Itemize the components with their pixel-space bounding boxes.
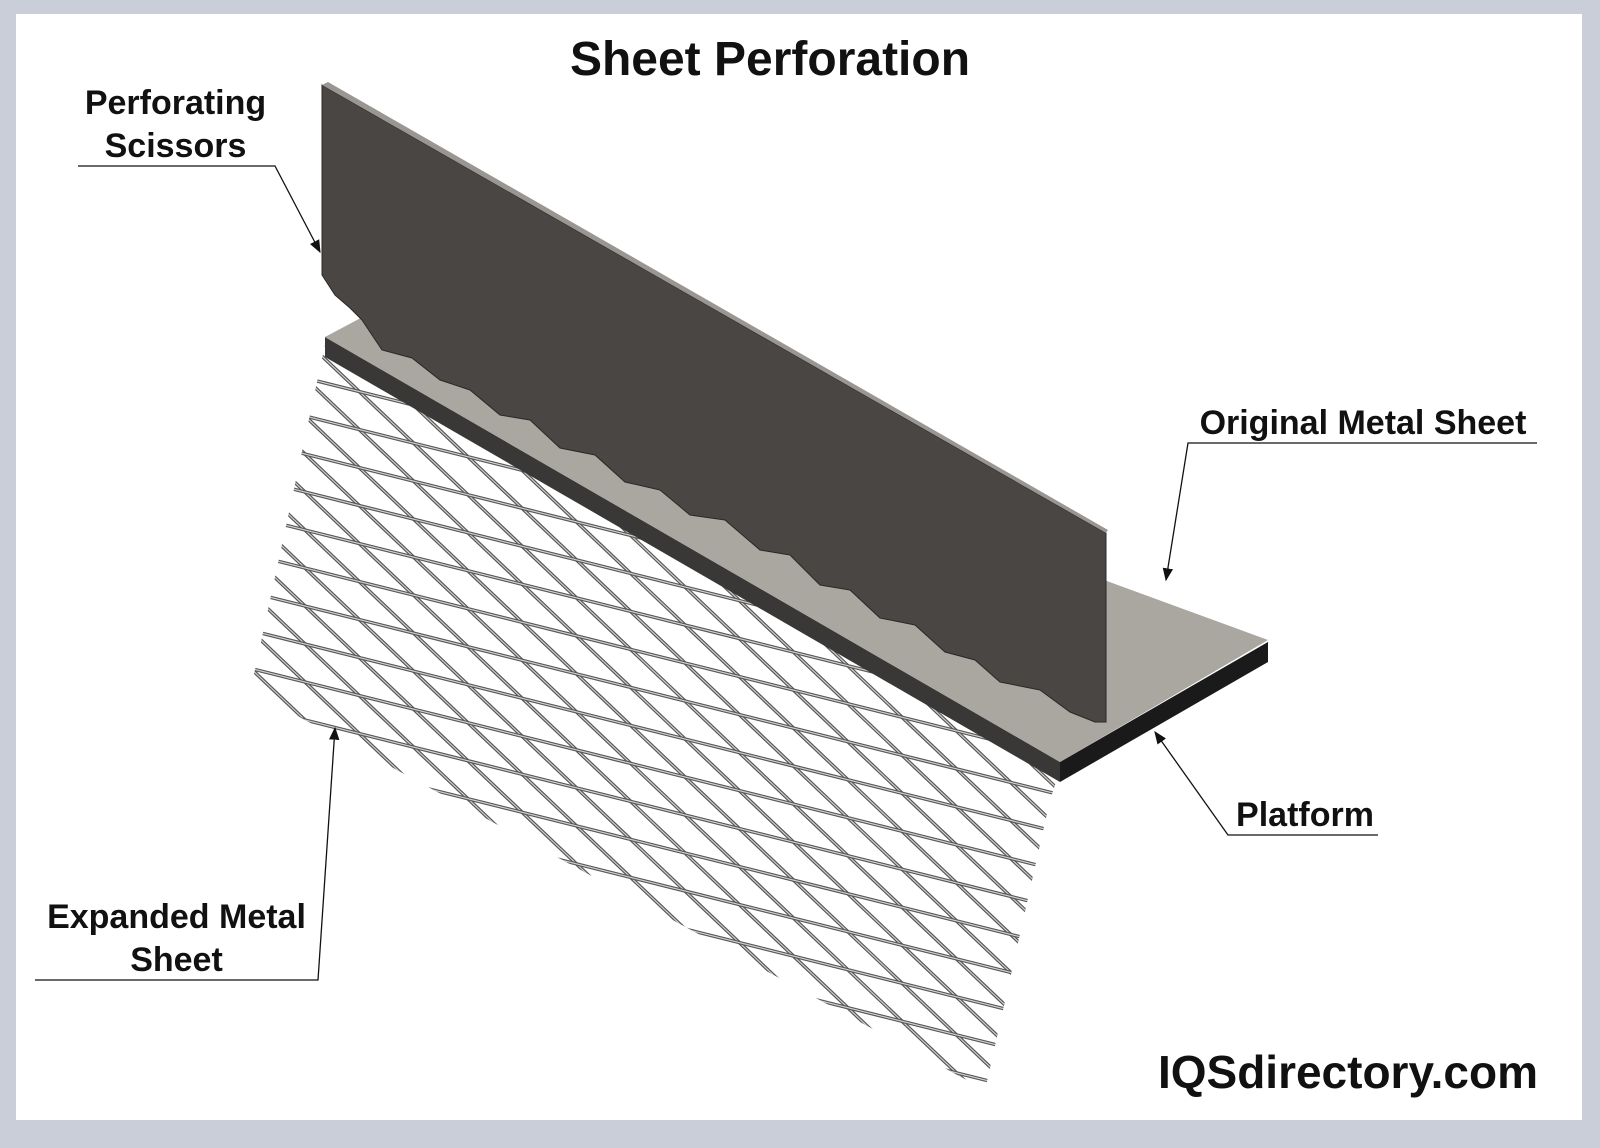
- mesh-strand: [250, 666, 1060, 873]
- mesh-strand: [250, 628, 1060, 835]
- label-expanded-metal-sheet: Expanded Metal Sheet: [35, 896, 318, 982]
- mesh-strand: [250, 1083, 274, 1090]
- mesh-strand: [250, 1004, 337, 1090]
- mesh-strand: [250, 965, 378, 1090]
- mesh-strand: [250, 742, 1060, 949]
- mesh-strand: [250, 966, 377, 1090]
- mesh-strand: [250, 1079, 258, 1090]
- brand-watermark: IQSdirectory.com: [1157, 1046, 1538, 1098]
- label-perforating-scissors: Perforating Scissors: [78, 82, 273, 168]
- mesh-strand: [944, 345, 1060, 455]
- label-line: Perforating: [84, 84, 267, 122]
- mesh-strand: [250, 931, 882, 1090]
- mesh-strand: [250, 1007, 578, 1090]
- blade-top-edge: [322, 82, 1108, 533]
- mesh-strand: [250, 1003, 338, 1090]
- mesh-strand: [250, 586, 777, 1090]
- mesh-strand: [250, 1008, 578, 1090]
- mesh-strand: [250, 1042, 297, 1090]
- mesh-strand: [250, 1084, 274, 1090]
- page-title: Sheet Perforation: [569, 33, 971, 86]
- mesh-strand: [250, 1041, 298, 1090]
- mesh-strand: [250, 932, 882, 1090]
- leader-lines: [35, 165, 1537, 981]
- mesh-strand: [250, 818, 1060, 1025]
- mesh-strand: [250, 704, 1060, 911]
- mesh-strand: [250, 1045, 426, 1090]
- mesh-strand: [912, 345, 1060, 380]
- mesh-strand: [264, 345, 1057, 1090]
- label-platform: Platform: [1236, 796, 1374, 834]
- mesh-strand: [1024, 345, 1060, 379]
- platform: [1060, 642, 1268, 782]
- mesh-strand: [1023, 345, 1060, 380]
- mesh-strand: [983, 345, 1060, 418]
- mesh-strand: [250, 396, 977, 1090]
- label-line: Expanded Metal: [47, 898, 306, 936]
- mesh-strand: [984, 345, 1060, 417]
- label-original-metal-sheet: Original Metal Sheet: [1199, 404, 1527, 442]
- mesh-strand: [912, 345, 1060, 379]
- mesh-strand: [344, 345, 1060, 1025]
- mesh-strand: [250, 970, 730, 1090]
- label-line: Scissors: [104, 127, 247, 165]
- perforating-scissors-blade: [321, 84, 1107, 723]
- mesh-strand: [250, 1080, 257, 1090]
- mesh-strand: [250, 969, 730, 1090]
- mesh-strand: [250, 856, 1060, 1063]
- mesh-strand: [943, 345, 1060, 456]
- mesh-strand: [250, 552, 1060, 759]
- mesh-strand: [250, 1046, 426, 1090]
- mesh-strand: [250, 590, 1060, 797]
- sheet-front-edge: [325, 337, 1060, 782]
- label-line: Sheet: [130, 941, 223, 979]
- mesh-strand: [250, 780, 1060, 987]
